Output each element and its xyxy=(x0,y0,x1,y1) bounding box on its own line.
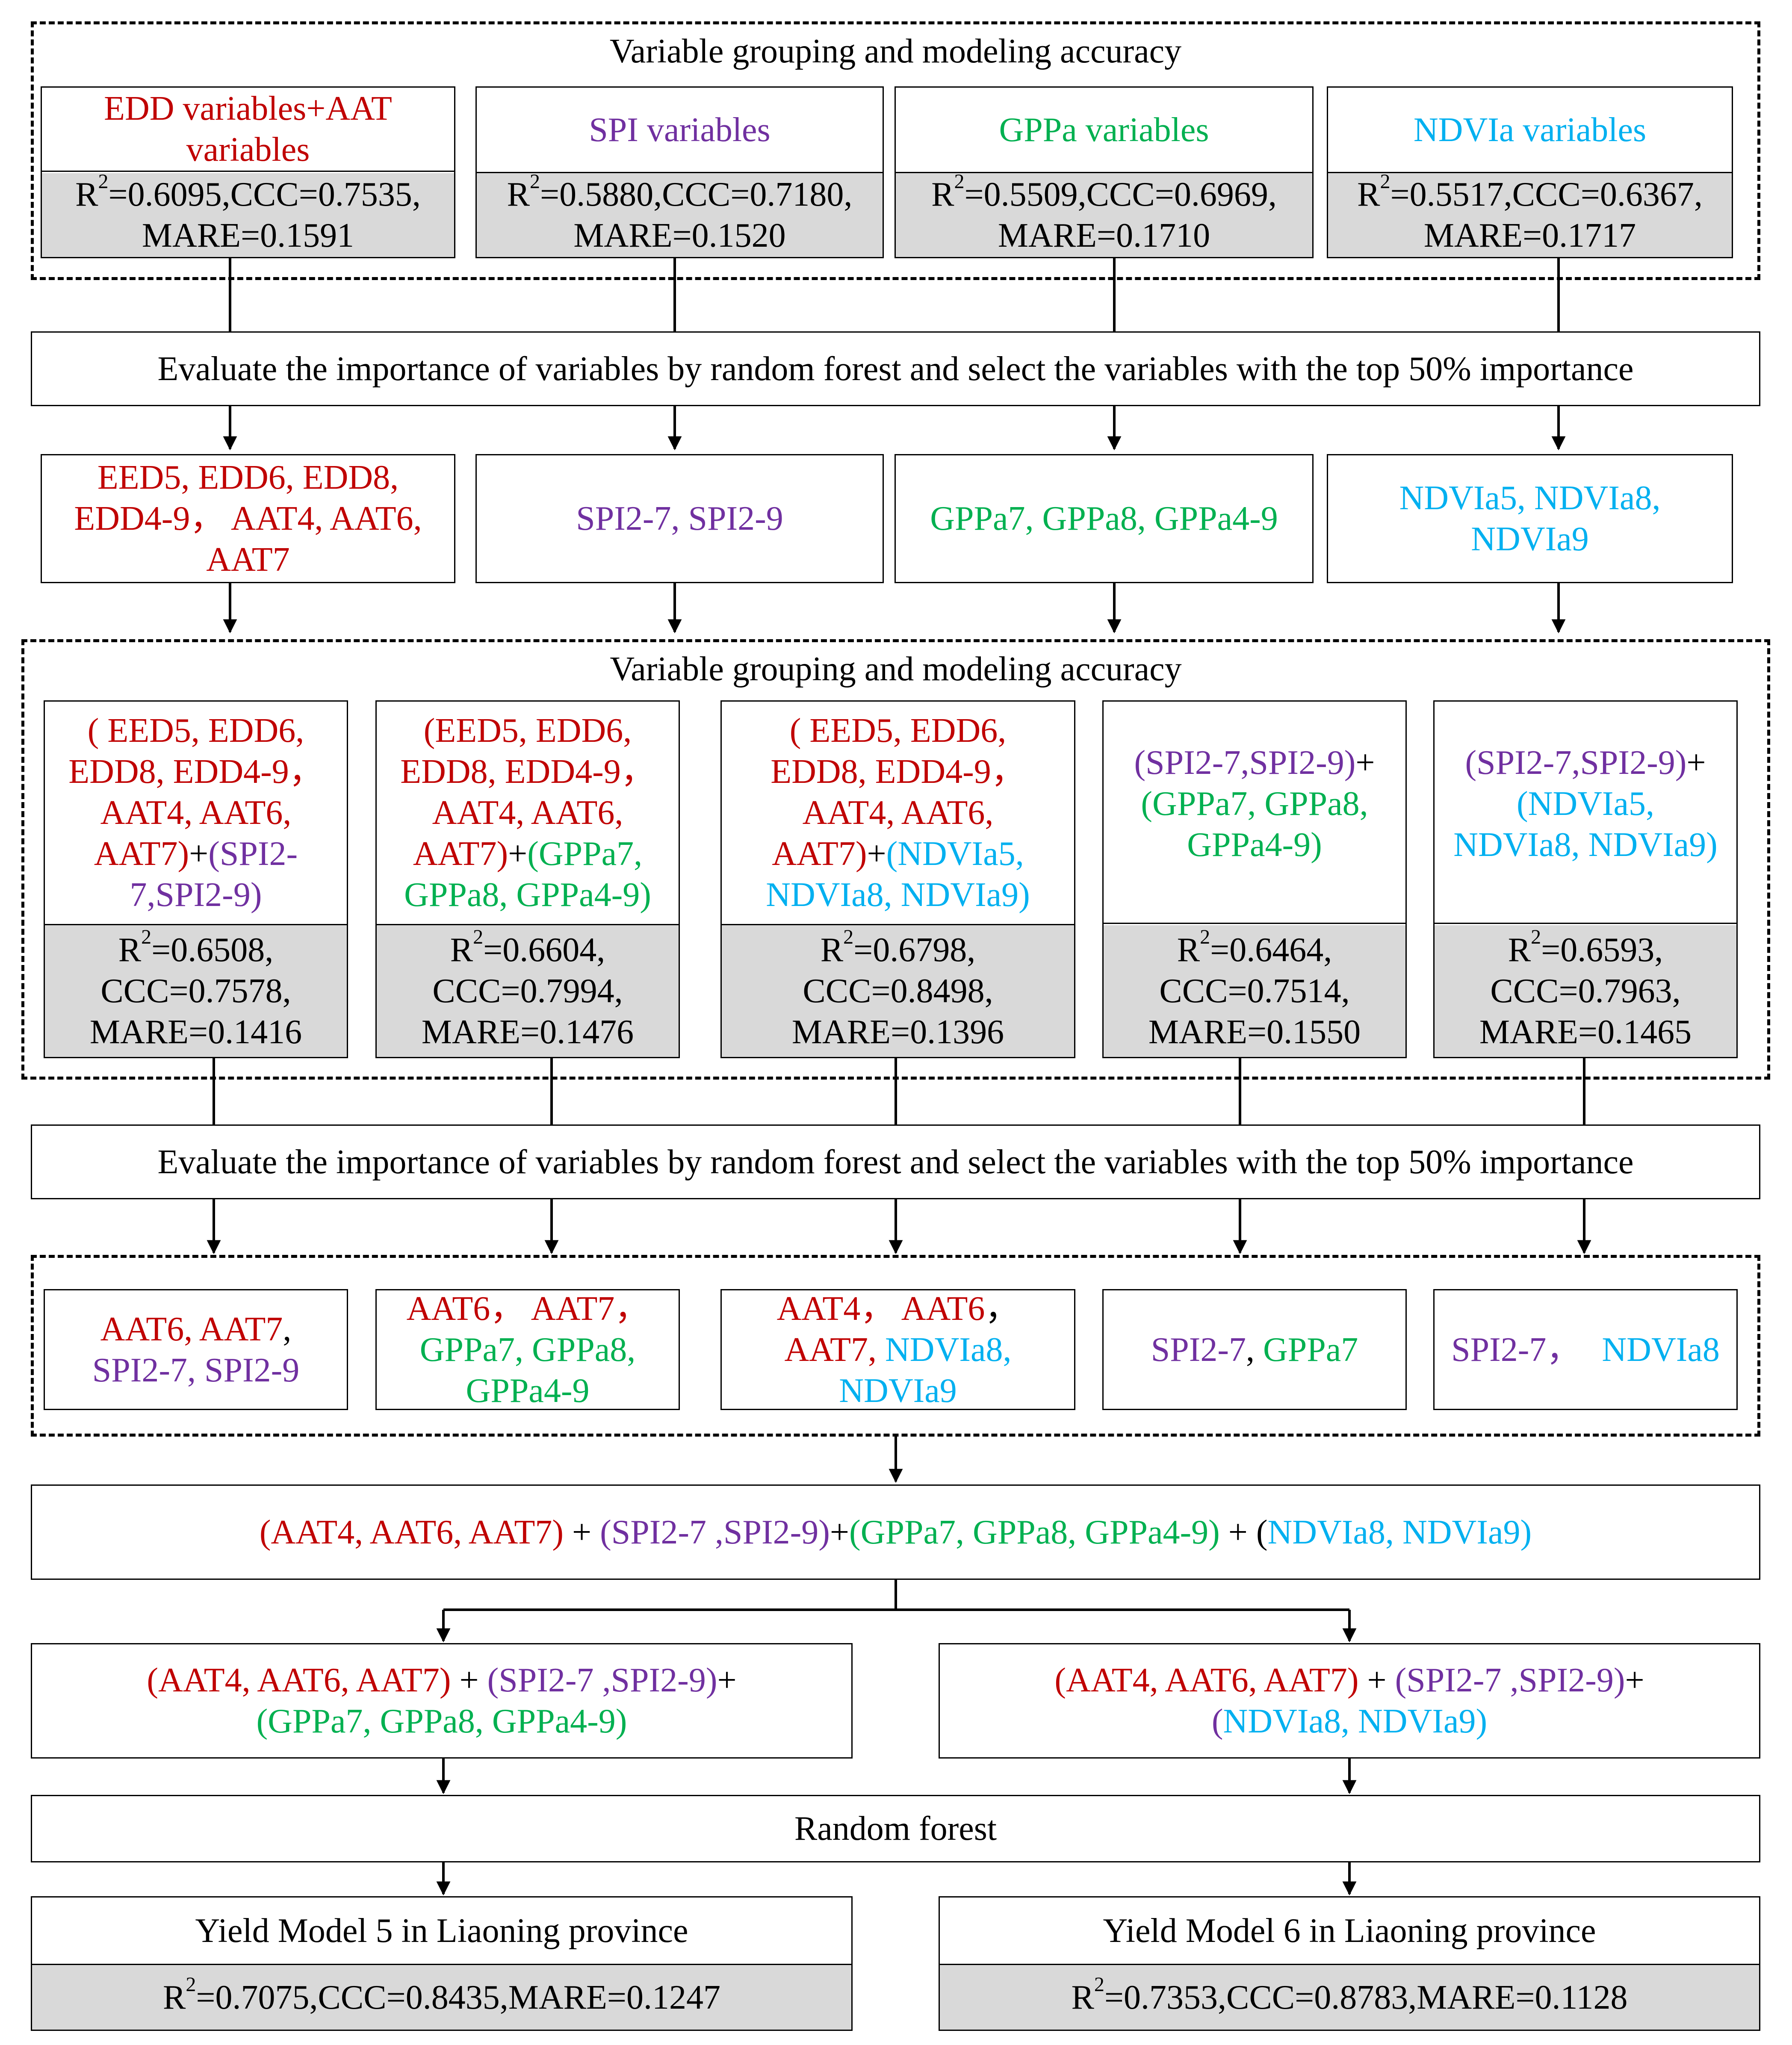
split-left-box: (AAT4, AAT6, AAT7) + (SPI2-7 ,SPI2-9)+ (… xyxy=(31,1643,853,1759)
model-title: Yield Model 6 in Liaoning province xyxy=(940,1897,1759,1965)
group-1-box-metrics: R2=0.5509,CCC=0.6969, MARE=0.1710 xyxy=(896,171,1312,257)
group-1-box-metrics: R2=0.5517,CCC=0.6367, MARE=0.1717 xyxy=(1328,171,1732,257)
evaluate-box-1: Evaluate the importance of variables by … xyxy=(31,331,1760,406)
combo-label: (SPI2-7,SPI2-9)+ (NDVIa5, NDVIa8, NDVIa9… xyxy=(1435,702,1736,924)
group-1-title: Variable grouping and modeling accuracy xyxy=(609,32,1182,70)
group-1-box-label: SPI variables xyxy=(477,88,883,173)
selected-2-frame xyxy=(31,1255,1760,1437)
group-1-box-label: GPPa variables xyxy=(896,88,1312,173)
group-2-frame xyxy=(21,639,1770,1080)
model-metrics: R2=0.7075,CCC=0.8435,MARE=0.1247 xyxy=(32,1965,851,2030)
selected-2-edd-gppa: AAT6， AAT7， GPPa7, GPPa8, GPPa4-9 xyxy=(375,1289,680,1410)
selected-2-edd-ndvia: AAT4， AAT6， AAT7, NDVIa8, NDVIa9 xyxy=(720,1289,1075,1410)
selected-2-edd-spi: AAT6, AAT7, SPI2-7, SPI2-9 xyxy=(44,1289,348,1410)
group-2-combo-edd-spi: ( EED5, EDD6, EDD8, EDD4-9， AAT4, AAT6, … xyxy=(44,700,348,1058)
group-2-combo-spi-ndvia: (SPI2-7,SPI2-9)+ (NDVIa5, NDVIa8, NDVIa9… xyxy=(1433,700,1738,1058)
group-1-box-metrics: R2=0.6095,CCC=0.7535, MARE=0.1591 xyxy=(42,171,454,257)
combo-label: (EED5, EDD6, EDD8, EDD4-9， AAT4, AAT6, A… xyxy=(377,702,679,925)
combo-metrics: R2=0.6464, CCC=0.7514, MARE=0.1550 xyxy=(1104,925,1405,1057)
combo-metrics: R2=0.6593, CCC=0.7963, MARE=0.1465 xyxy=(1435,925,1736,1057)
combo-metrics: R2=0.6798, CCC=0.8498, MARE=0.1396 xyxy=(722,925,1074,1057)
random-forest-box: Random forest xyxy=(31,1795,1760,1862)
selected-1-spi: SPI2-7, SPI2-9 xyxy=(475,454,884,583)
combined-variables-box: (AAT4, AAT6, AAT7) + (SPI2-7 ,SPI2-9)+(G… xyxy=(31,1484,1760,1580)
selected-2-spi-gppa: SPI2-7, GPPa7 xyxy=(1102,1289,1407,1410)
group-2-combo-edd-ndvia: ( EED5, EDD6, EDD8, EDD4-9， AAT4, AAT6, … xyxy=(720,700,1075,1058)
group-1-box-ndvia: NDVIa variables R2=0.5517,CCC=0.6367, MA… xyxy=(1327,86,1733,258)
combo-metrics: R2=0.6604, CCC=0.7994, MARE=0.1476 xyxy=(377,925,679,1057)
selected-1-gppa: GPPa7, GPPa8, GPPa4-9 xyxy=(895,454,1314,583)
combo-label: ( EED5, EDD6, EDD8, EDD4-9， AAT4, AAT6, … xyxy=(722,702,1074,925)
group-2-combo-spi-gppa: (SPI2-7,SPI2-9)+ (GPPa7, GPPa8, GPPa4-9)… xyxy=(1102,700,1407,1058)
split-right-box: (AAT4, AAT6, AAT7) + (SPI2-7 ,SPI2-9)+ (… xyxy=(939,1643,1760,1759)
selected-1-edd-aat: EED5, EDD6, EDD8, EDD4-9， AAT4, AAT6, AA… xyxy=(41,454,455,583)
group-1-box-gppa: GPPa variables R2=0.5509,CCC=0.6969, MAR… xyxy=(895,86,1314,258)
combo-label: (SPI2-7,SPI2-9)+ (GPPa7, GPPa8, GPPa4-9) xyxy=(1104,702,1405,924)
selected-1-ndvia: NDVIa5, NDVIa8, NDVIa9 xyxy=(1327,454,1733,583)
yield-model-6-box: Yield Model 6 in Liaoning province R2=0.… xyxy=(939,1896,1760,2031)
group-1-box-label: NDVIa variables xyxy=(1328,88,1732,173)
group-1-box-label: EDD variables+AAT variables xyxy=(42,88,454,172)
combo-metrics: R2=0.6508, CCC=0.7578, MARE=0.1416 xyxy=(45,925,347,1057)
group-1-box-spi: SPI variables R2=0.5880,CCC=0.7180, MARE… xyxy=(475,86,884,258)
yield-model-5-box: Yield Model 5 in Liaoning province R2=0.… xyxy=(31,1896,853,2031)
selected-2-spi-ndvia: SPI2-7，NDVIa8 xyxy=(1433,1289,1738,1410)
group-1-box-metrics: R2=0.5880,CCC=0.7180, MARE=0.1520 xyxy=(477,171,883,257)
group-2-title: Variable grouping and modeling accuracy xyxy=(610,650,1182,688)
group-1-box-edd-aat: EDD variables+AAT variables R2=0.6095,CC… xyxy=(41,86,455,258)
model-title: Yield Model 5 in Liaoning province xyxy=(32,1897,851,1965)
group-2-combo-edd-gppa: (EED5, EDD6, EDD8, EDD4-9， AAT4, AAT6, A… xyxy=(375,700,680,1058)
evaluate-box-2: Evaluate the importance of variables by … xyxy=(31,1124,1760,1199)
group-1-frame xyxy=(31,21,1760,280)
combo-label: ( EED5, EDD6, EDD8, EDD4-9， AAT4, AAT6, … xyxy=(45,702,347,925)
model-metrics: R2=0.7353,CCC=0.8783,MARE=0.1128 xyxy=(940,1965,1759,2030)
